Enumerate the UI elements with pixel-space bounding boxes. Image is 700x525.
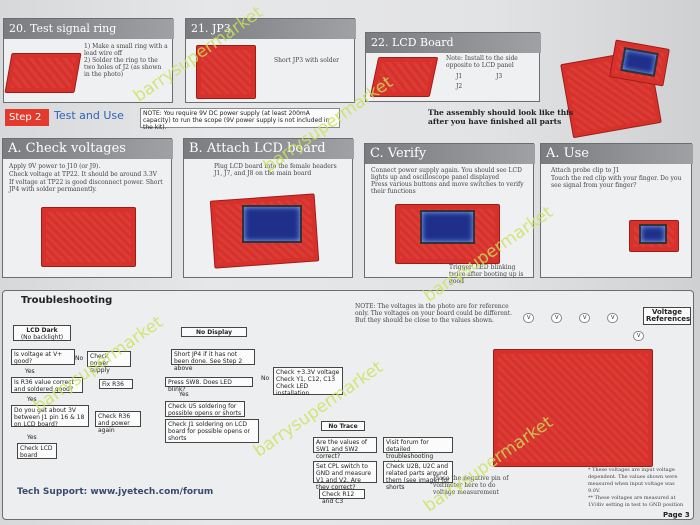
voltage-bubble: V xyxy=(523,313,535,323)
panel-use: A. Use Attach probe clip to J1 Touch the… xyxy=(540,143,693,278)
pcb-photo xyxy=(196,45,256,99)
lcd-dark-label: LCD Dark xyxy=(26,327,58,334)
power-note: NOTE: You require 9V DC power supply (at… xyxy=(140,108,340,131)
voltage-bubble: V xyxy=(607,313,619,323)
lcd-dark-a4: Check LCD board xyxy=(17,443,57,459)
panel-22-text: Note: Install to the side opposite to LC… xyxy=(446,55,518,69)
lcd-dark-a3: Check R36 and power again xyxy=(95,411,141,434)
tech-support: Tech Support: www.jyetech.com/forum xyxy=(17,487,214,497)
step2-badge: Step 2 xyxy=(5,109,49,126)
panel-b-title: B. Attach LCD board xyxy=(184,139,354,159)
troubleshooting-title: Troubleshooting xyxy=(21,295,113,306)
panel-21-title: 21. JP3 xyxy=(186,19,356,39)
jumper-j3: J3 xyxy=(496,73,503,80)
troubleshoot-board-photo xyxy=(493,349,653,467)
jumper-j1: J1 xyxy=(456,73,463,80)
panel-22: 22. LCD Board Note: Install to the side … xyxy=(365,32,541,102)
yes-label: Yes xyxy=(27,396,37,403)
panel-20: 20. Test signal ring 1) Make a small rin… xyxy=(3,18,174,103)
panel-verify: C. Verify Connect power supply again. Yo… xyxy=(364,143,535,285)
nt-step-1a: Visit forum for detailed troubleshooting… xyxy=(383,437,453,467)
nd-step-4: Check J1 soldering on LCD board for poss… xyxy=(165,419,259,443)
a-step-3: If voltage at TP22 is good disconnect po… xyxy=(9,179,163,193)
nt-step-1: Are the values of SW1 and SW2 correct? xyxy=(313,437,377,460)
panel-d-title: A. Use xyxy=(541,144,693,164)
lcd-screen xyxy=(639,224,667,244)
nd-check-3: Check LED installation xyxy=(276,383,310,397)
pcb-photo xyxy=(41,207,136,267)
panel-a-title: A. Check voltages xyxy=(3,139,173,159)
panel-20-title: 20. Test signal ring xyxy=(4,19,174,39)
panel-22-title: 22. LCD Board xyxy=(366,33,541,53)
lcd-dark-a1: Check power supply xyxy=(87,351,131,374)
voltage-bubble: V xyxy=(551,313,563,323)
nt-step-2a: Check U2B, U2C and related parts around … xyxy=(383,461,453,491)
pcb-photo xyxy=(4,53,82,93)
nd-step-5: Check +3.3V voltage Check Y1, C12, C13 C… xyxy=(273,367,343,397)
probe-note: Place the negative pin of voltmeter here… xyxy=(433,475,509,496)
c-step-2: Press various buttons and move switches … xyxy=(371,181,524,195)
voltage-note: NOTE: The voltages in the photo are for … xyxy=(355,303,513,324)
lcd-screen xyxy=(242,205,302,243)
assembly-note: The assembly should look like this after… xyxy=(428,108,574,126)
footnote: * These voltages are input voltage depen… xyxy=(588,467,684,508)
step2-title: Test and Use xyxy=(54,109,124,122)
b-step-1: Plug LCD board into the female headers J… xyxy=(214,163,337,177)
page-number: Page 3 xyxy=(663,511,690,519)
d-step-2: Touch the red clip with your finger. Do … xyxy=(551,175,682,189)
nd-check-1: Check +3.3V voltage xyxy=(276,369,340,376)
lcd-dark-a2: Fix R36 xyxy=(99,379,133,389)
panel-20-text: 1) Make a small ring with a lead wire of… xyxy=(84,43,168,78)
a-step-2: Check voltage at TP22. It should be arou… xyxy=(9,171,157,178)
no-display-box: No Display xyxy=(181,327,247,337)
nt-step-2: Set CPL switch to GND and measure V1 and… xyxy=(313,461,377,491)
jumper-j2: J2 xyxy=(456,83,463,90)
nt-step-3: Check R12 and C3 xyxy=(319,489,365,505)
yes-label: Yes xyxy=(27,434,37,441)
yes-label: Yes xyxy=(179,391,189,398)
trigger-note: Trigger' LED blinking twice after bootin… xyxy=(449,264,524,285)
lcd-dark-q3: Do you get about 3V between J1 pin 16 & … xyxy=(11,405,89,428)
nd-step-3: Check U5 soldering for possible opens or… xyxy=(165,401,245,417)
panel-21-text: Short JP3 with solder xyxy=(274,57,340,64)
a-step-1: Apply 9V power to J10 (or J9). xyxy=(9,163,101,170)
lcd-screen xyxy=(420,210,475,244)
no-label: No xyxy=(261,375,270,382)
lcd-dark-sub: (No backlight) xyxy=(20,334,64,341)
yes-label: Yes xyxy=(25,368,35,375)
lcd-dark-q2: Is R36 value correct and soldered good? xyxy=(11,377,83,393)
no-trace-box: No Trace xyxy=(321,421,365,431)
voltage-references: Voltage References xyxy=(643,307,691,325)
no-label: No xyxy=(75,355,84,362)
nd-check-2: Check Y1, C12, C13 xyxy=(276,376,336,383)
c-step-1: Connect power supply again. You should s… xyxy=(371,167,522,181)
lcd-dark-box: LCD Dark(No backlight) xyxy=(13,325,71,341)
panel-c-title: C. Verify xyxy=(365,144,535,164)
voltage-bubble: V xyxy=(633,331,645,341)
troubleshooting-panel: Troubleshooting NOTE: The voltages in th… xyxy=(2,290,694,520)
lcd-dark-q1: Is voltage at V+ good? xyxy=(11,349,75,365)
panel-check-voltages: A. Check voltages Apply 9V power to J10 … xyxy=(2,138,173,278)
nd-step-2: Press SW8. Does LED blink? xyxy=(165,377,253,393)
voltage-bubble: V xyxy=(579,313,591,323)
nd-step-1: Short JP4 if it has not been done. See S… xyxy=(171,349,255,372)
panel-attach-lcd: B. Attach LCD board Plug LCD board into … xyxy=(183,138,354,278)
panel-21: 21. JP3 Short JP3 with solder xyxy=(185,18,356,103)
d-step-1: Attach probe clip to J1 xyxy=(551,167,620,174)
